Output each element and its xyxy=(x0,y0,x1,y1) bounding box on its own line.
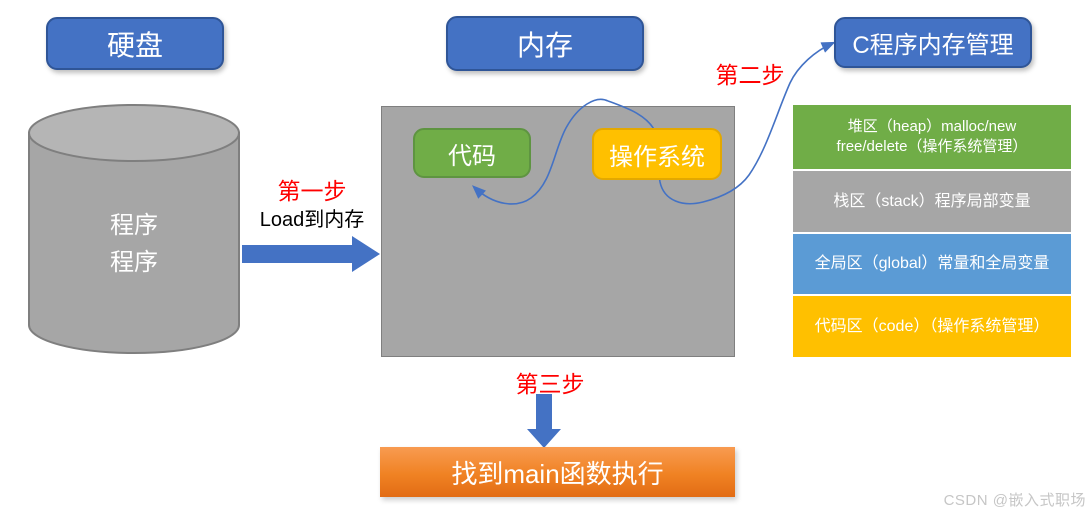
os-block-label: 操作系统 xyxy=(609,143,705,171)
find-main-label: 找到main函数执行 xyxy=(451,458,664,489)
step1-arrow xyxy=(242,236,380,272)
global-row: 全局区（global）常量和全局变量 xyxy=(793,234,1071,294)
find-main-box: 找到main函数执行 xyxy=(380,447,735,497)
stack-row: 栈区（stack）程序局部变量 xyxy=(793,171,1071,232)
memory-header-label: 内存 xyxy=(516,29,573,61)
disk-header-label: 硬盘 xyxy=(106,29,163,61)
os-to-code-connector xyxy=(471,98,609,205)
code-block-label: 代码 xyxy=(448,142,496,170)
code-block: 代码 xyxy=(413,128,531,178)
c-memory-management-label: C程序内存管理 xyxy=(852,32,1014,59)
cylinder-top-ellipse xyxy=(28,104,240,162)
disk-cylinder xyxy=(28,104,240,354)
c-memory-management-header: C程序内存管理 xyxy=(834,17,1032,68)
step3-label: 第三步 xyxy=(515,371,585,397)
os-block: 操作系统 xyxy=(592,128,722,180)
step2-label: 第二步 xyxy=(715,62,785,88)
step1-sublabel: Load到内存 xyxy=(259,209,365,231)
disk-header: 硬盘 xyxy=(46,17,224,70)
memory-header: 内存 xyxy=(446,16,644,71)
watermark: CSDN @嵌入式职场 xyxy=(943,492,1086,509)
step1-label: 第一步 xyxy=(277,178,347,204)
step3-arrow xyxy=(527,394,561,448)
heap-row: 堆区（heap）malloc/new free/delete（操作系统管理） xyxy=(793,105,1071,169)
disk-program-label: 程序 程序 xyxy=(110,212,158,276)
code-area-row: 代码区（code）（操作系统管理） xyxy=(793,296,1071,357)
